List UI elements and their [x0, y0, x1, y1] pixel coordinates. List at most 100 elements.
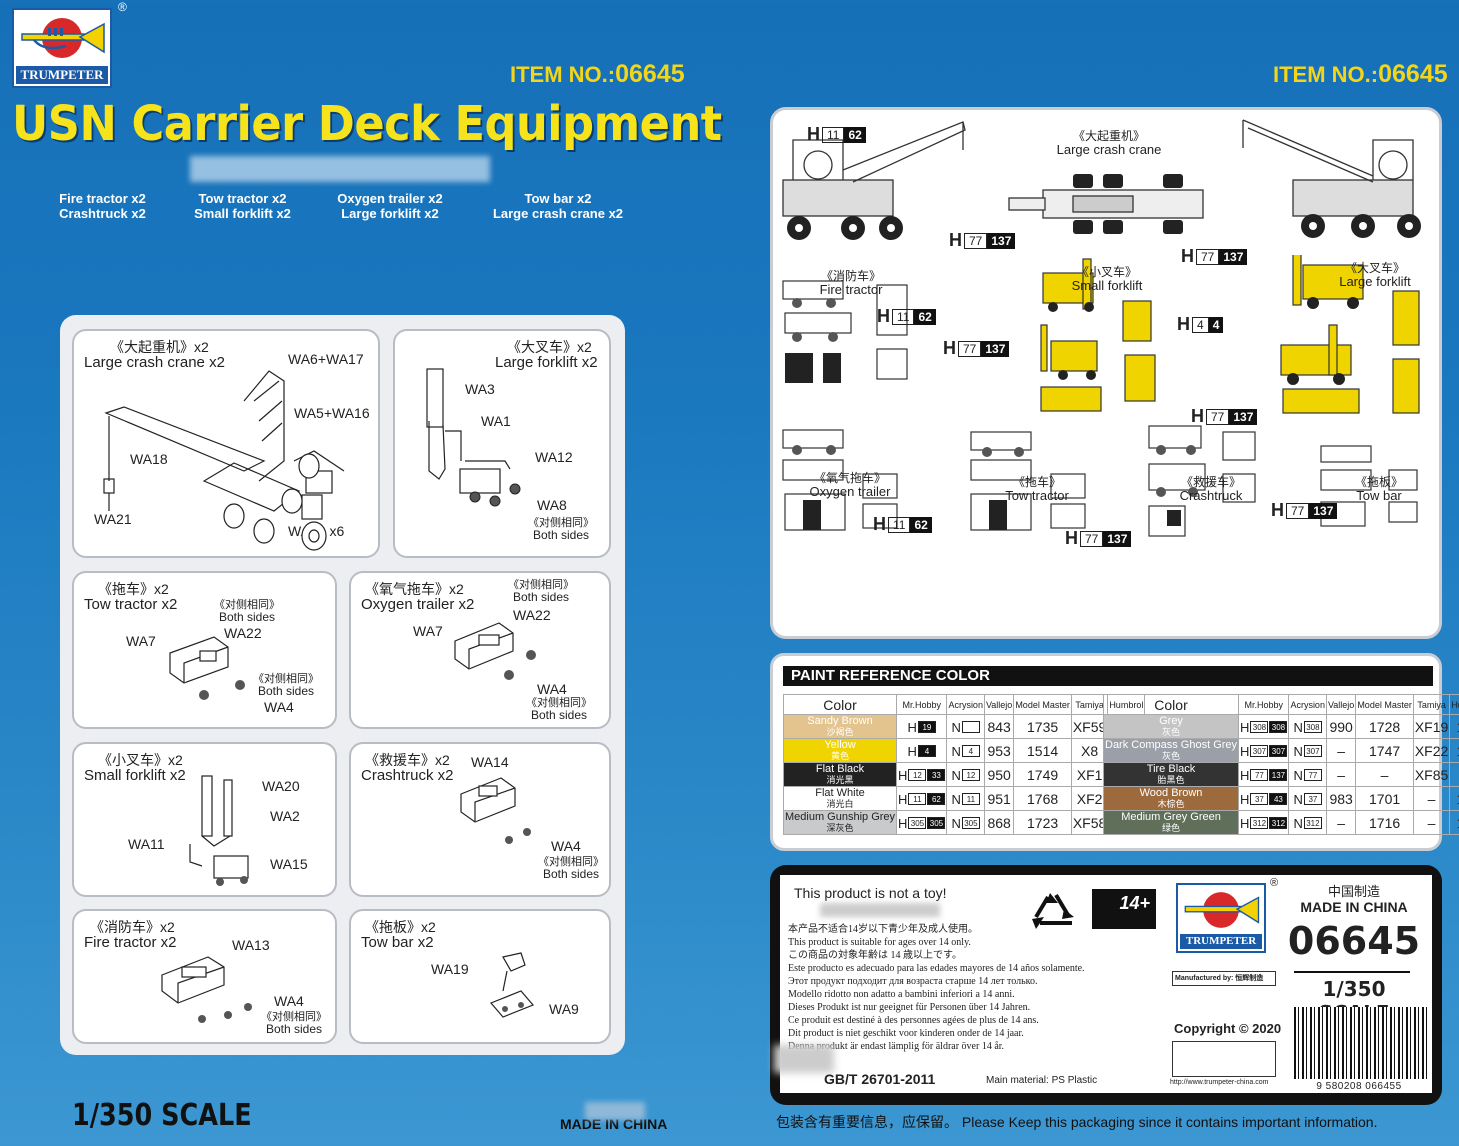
humbrol-code: 120: [1449, 810, 1459, 835]
card-large-forklift: 《大叉车》x2 Large forklift x2 WA3 WA1 WA12 W…: [393, 329, 611, 558]
vallejo-code: –: [1325, 738, 1357, 763]
tamiya-code: –: [1412, 786, 1451, 811]
humbrol-code: 127: [1449, 714, 1459, 739]
card-crashtruck: 《救援车》x2 Crashtruck x2 WA14 WA4 《对侧相同》Bot…: [349, 742, 611, 897]
tamiya-code: –: [1412, 810, 1451, 835]
scale-label-left: 1/350 SCALE: [72, 1098, 252, 1133]
warning-panel: This product is not a toy! 14+ 本产品不适合14岁…: [770, 865, 1442, 1105]
paint-row: Grey灰色H308308N3089901728XF19127: [1102, 714, 1459, 739]
vehicle-colour-views-row3: [782, 425, 1418, 537]
card-tow-tractor: 《拖车》x2 Tow tractor x2 《对侧相同》Both sides W…: [72, 571, 337, 729]
note-both-sides: 《对侧相同》Both sides: [508, 579, 574, 604]
product-title: USN Carrier Deck Equipment: [12, 96, 722, 152]
model-master-code: –: [1355, 762, 1414, 787]
tamiya-code: XF85: [1412, 762, 1451, 787]
trumpet-icon: [1184, 892, 1260, 928]
vallejo-code: 953: [983, 738, 1015, 763]
label-tow-bar: 《拖板》Tow bar: [1354, 475, 1403, 503]
acrysion-code: N: [952, 720, 980, 735]
brand-box: TRUMPETER ® Manufactured by: 恒辉制造 Copyri…: [1164, 875, 1432, 1093]
model-master-code: 1728: [1355, 714, 1414, 739]
warning-line: Modello ridotto non adatto a bambini inf…: [788, 989, 1015, 1000]
model-master-code: 1747: [1355, 738, 1414, 763]
model-master-code: 1749: [1013, 762, 1072, 787]
copyright: Copyright © 2020: [1174, 1021, 1282, 1036]
warning-line: Dit product is niet geschikt voor kinder…: [788, 1028, 1024, 1039]
vallejo-code: 983: [1325, 786, 1357, 811]
vallejo-code: 951: [983, 786, 1015, 811]
warning-box: This product is not a toy! 14+ 本产品不适合14岁…: [774, 875, 1174, 1093]
assembly-panel: 《大起重机》x2 Large crash crane x2 WA6+WA17 W…: [60, 315, 625, 1055]
logo-text: TRUMPETER: [16, 66, 108, 84]
model-master-code: 1723: [1013, 810, 1072, 835]
not-a-toy-title: This product is not a toy!: [794, 885, 947, 901]
model-master-code: 1735: [1013, 714, 1072, 739]
note-both-sides: 《对侧相同》Both sides: [214, 599, 280, 624]
humbrol-code: –: [1449, 762, 1459, 787]
recycle-icon: [1032, 893, 1074, 929]
blurred-mark: [774, 1045, 834, 1073]
paint-table-right: Color Mr.Hobby Acrysion Vallejo Model Ma…: [1102, 694, 1459, 835]
label-crashtruck: 《救援车》Crashtruck: [1179, 475, 1243, 503]
trumpeter-logo: TRUMPETER: [12, 8, 112, 88]
vallejo-code: 843: [983, 714, 1015, 739]
warning-line: Este producto es adecuado para las edade…: [788, 963, 1085, 974]
note-both-sides-2: 《对侧相同》Both sides: [526, 697, 592, 722]
paint-reference-title: PAINT REFERENCE COLOR: [783, 666, 1433, 686]
warning-line: 本产品不适合14岁以下青少年及成人使用。: [788, 924, 978, 935]
warning-line: This product is suitable for ages over 1…: [788, 937, 971, 948]
label-oxygen-trailer: 《氧气拖车》Oxygen trailer: [809, 471, 891, 499]
trumpeter-logo-small: TRUMPETER: [1176, 883, 1266, 953]
blurred-mark: [585, 1102, 645, 1120]
barcode: [1294, 1007, 1428, 1079]
crane-assembly-drawing: [103, 370, 345, 551]
warning-line: この商品の対象年齢は 14 歳以上です。: [788, 950, 962, 961]
small-forklift-drawing: [189, 775, 249, 886]
main-material: Main material: PS Plastic: [986, 1075, 1098, 1086]
label-crane: 《大起重机》Large crash crane: [1056, 129, 1162, 157]
model-master-code: 1768: [1013, 786, 1072, 811]
manufacturer-info: Manufactured by: 恒辉制造: [1172, 971, 1276, 986]
made-in-label-left: MADE IN CHINA: [560, 1116, 668, 1132]
note-both-sides-2: 《对侧相同》Both sides: [253, 673, 319, 698]
model-master-code: 1514: [1013, 738, 1072, 763]
made-in-china-en: MADE IN CHINA: [1300, 899, 1408, 915]
blurred-text: [820, 903, 940, 917]
paint-row: Flat White消光白H1162N119511768XF234: [782, 786, 1146, 811]
card-tow-bar: 《拖板》x2 Tow bar x2 WA19 WA9: [349, 909, 611, 1044]
humbrol-code: 186: [1449, 786, 1459, 811]
